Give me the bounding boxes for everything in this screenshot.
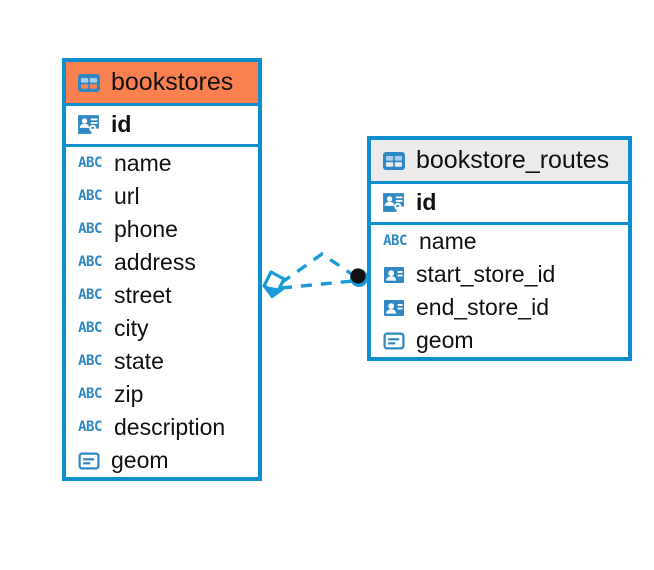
field-bookstores-state[interactable]: ABC state xyxy=(66,345,258,378)
field-bookstores-url[interactable]: ABC url xyxy=(66,180,258,213)
field-label: geom xyxy=(111,446,169,473)
abc-icon: ABC xyxy=(78,353,102,369)
field-bookstores-description[interactable]: ABC description xyxy=(66,411,258,444)
field-label: end_store_id xyxy=(416,293,549,320)
relationship-line-start-store-id xyxy=(280,251,354,285)
table-icon xyxy=(380,147,407,174)
field-label: city xyxy=(114,314,149,341)
field-bookstore-routes-name[interactable]: ABC name xyxy=(371,225,628,258)
entity-bookstore-routes[interactable]: bookstore_routes id xyxy=(367,136,632,361)
abc-icon: ABC xyxy=(78,386,102,402)
field-label: state xyxy=(114,347,164,374)
primary-key-icon xyxy=(75,111,102,138)
field-label: phone xyxy=(114,215,178,242)
field-label: zip xyxy=(114,380,144,407)
field-bookstore-routes-start-store-id[interactable]: start_store_id xyxy=(371,258,628,291)
field-bookstores-id[interactable]: id xyxy=(66,106,258,144)
entity-bookstore-routes-pk-section: id xyxy=(371,184,628,225)
foreign-key-icon xyxy=(380,261,407,288)
field-bookstores-phone[interactable]: ABC phone xyxy=(66,213,258,246)
entity-bookstore-routes-fields: ABC name start_store_id xyxy=(371,225,628,357)
field-bookstores-address[interactable]: ABC address xyxy=(66,246,258,279)
field-bookstores-name[interactable]: ABC name xyxy=(66,147,258,180)
field-bookstores-geom[interactable]: geom xyxy=(66,444,258,477)
abc-icon: ABC xyxy=(78,419,102,435)
abc-icon: ABC xyxy=(78,320,102,336)
relationship-line-end-store-id xyxy=(280,279,354,290)
abc-icon: ABC xyxy=(383,233,407,249)
field-label: name xyxy=(419,227,477,254)
field-label: id xyxy=(111,110,132,137)
entity-bookstores-pk-section: id xyxy=(66,106,258,147)
abc-icon: ABC xyxy=(78,254,102,270)
primary-key-icon xyxy=(380,189,407,216)
table-icon xyxy=(75,69,102,96)
field-label: description xyxy=(114,413,226,440)
entity-bookstores-title: bookstores xyxy=(111,68,234,97)
field-bookstore-routes-id[interactable]: id xyxy=(371,184,628,222)
field-bookstores-city[interactable]: ABC city xyxy=(66,312,258,345)
abc-icon: ABC xyxy=(78,155,102,171)
field-label: address xyxy=(114,248,196,275)
filled-circle-marker-icon xyxy=(350,268,368,287)
field-label: name xyxy=(114,149,172,176)
field-bookstores-zip[interactable]: ABC zip xyxy=(66,378,258,411)
abc-icon: ABC xyxy=(78,188,102,204)
entity-bookstores[interactable]: bookstores id xyxy=(62,58,262,481)
field-label: geom xyxy=(416,326,474,353)
geometry-icon xyxy=(75,447,102,474)
field-label: url xyxy=(114,182,140,209)
entity-bookstore-routes-title: bookstore_routes xyxy=(416,146,610,175)
field-bookstores-street[interactable]: ABC street xyxy=(66,279,258,312)
field-bookstore-routes-geom[interactable]: geom xyxy=(371,324,628,357)
geometry-icon xyxy=(380,327,407,354)
entity-bookstores-fields: ABC name ABC url ABC phone ABC address A… xyxy=(66,147,258,477)
abc-icon: ABC xyxy=(78,221,102,237)
field-label: start_store_id xyxy=(416,260,556,287)
entity-bookstores-header[interactable]: bookstores xyxy=(66,62,258,106)
field-bookstore-routes-end-store-id[interactable]: end_store_id xyxy=(371,291,628,324)
foreign-key-icon xyxy=(380,294,407,321)
field-label: id xyxy=(416,188,437,215)
field-label: street xyxy=(114,281,172,308)
entity-bookstore-routes-header[interactable]: bookstore_routes xyxy=(371,140,628,184)
diamond-marker-icon xyxy=(262,270,286,299)
abc-icon: ABC xyxy=(78,287,102,303)
